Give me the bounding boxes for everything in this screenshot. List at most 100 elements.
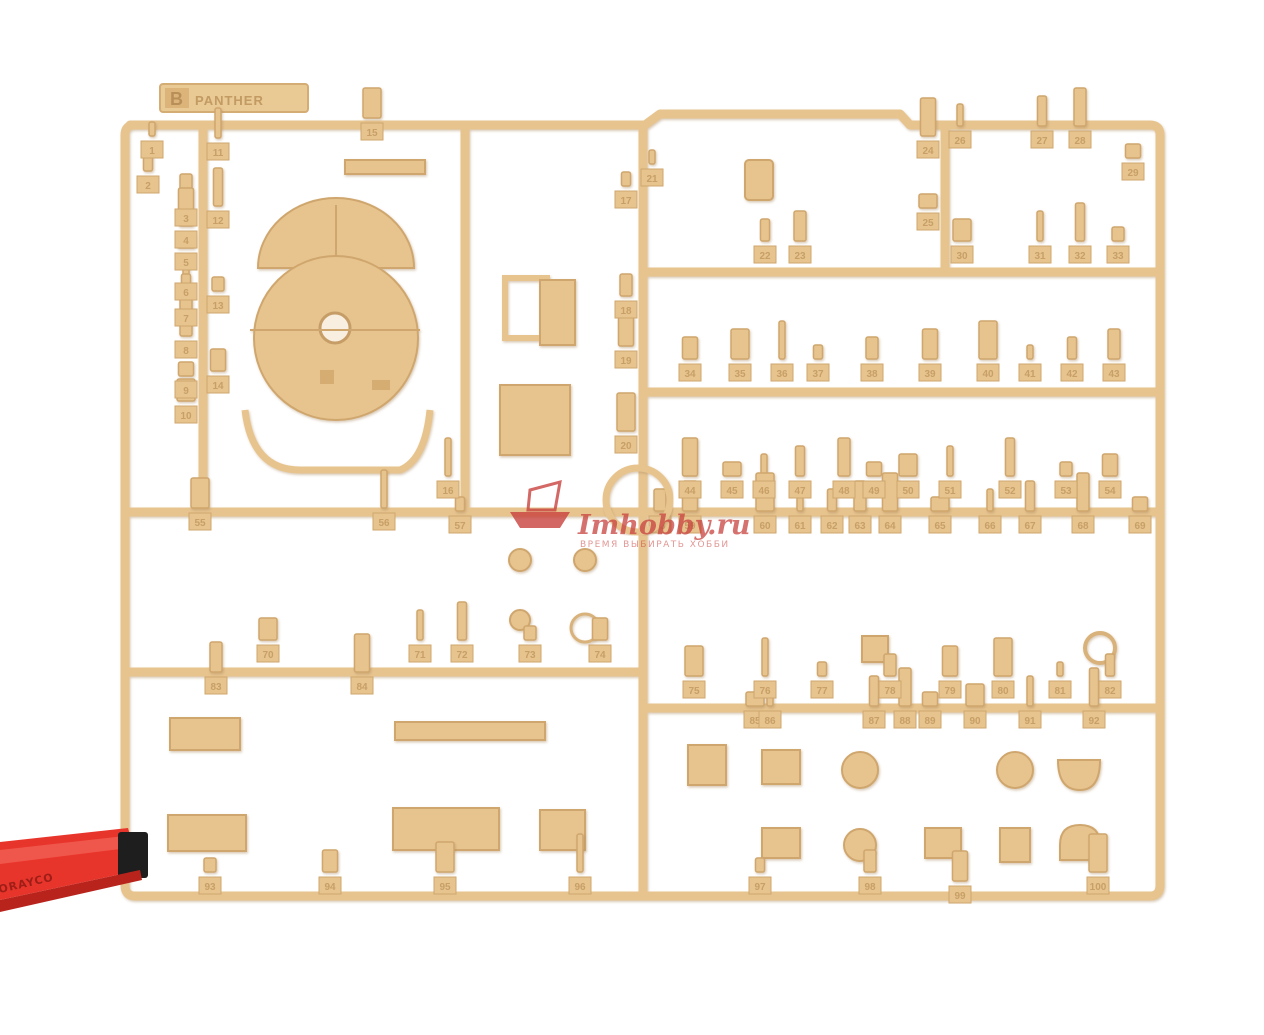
part-number: 50	[902, 486, 914, 497]
part-number: 2	[145, 181, 151, 192]
part-tag: 76	[753, 680, 777, 699]
part-number: 46	[758, 486, 770, 497]
part-tag: 44	[678, 480, 702, 499]
part-tag: 62	[820, 515, 844, 534]
small-part	[730, 328, 750, 360]
part-tag: 14	[206, 375, 230, 394]
part-tag: 83	[204, 676, 228, 695]
part-tag: 7	[174, 308, 198, 327]
part-tag: 84	[350, 676, 374, 695]
part-tag: 30	[950, 245, 974, 264]
small-part	[812, 344, 824, 360]
part-number: 60	[759, 521, 771, 532]
part-tag: 52	[998, 480, 1022, 499]
small-part	[619, 273, 633, 297]
part-tag: 64	[878, 515, 902, 534]
small-part	[681, 437, 699, 477]
small-part	[978, 320, 998, 360]
part-tag: 96	[568, 876, 592, 895]
part-number: 53	[1060, 486, 1072, 497]
part-tag: 68	[1071, 515, 1095, 534]
part-tag: 12	[206, 210, 230, 229]
small-part	[1124, 143, 1142, 159]
part-number: 55	[194, 518, 206, 529]
part-tag: 89	[918, 710, 942, 729]
small-part	[918, 193, 938, 209]
small-part	[796, 496, 804, 512]
part-number: 5	[183, 258, 189, 269]
part-tag: 18	[614, 300, 638, 319]
sprue-label-tab	[159, 83, 309, 113]
small-part	[993, 637, 1013, 677]
part-number: 88	[899, 716, 911, 727]
small-part	[863, 849, 877, 873]
part-tag: 27	[1030, 130, 1054, 149]
small-part	[883, 653, 897, 677]
part-tag: 15	[360, 122, 384, 141]
part-number: 63	[854, 521, 866, 532]
part-tag: 90	[963, 710, 987, 729]
part-number: 85	[749, 716, 761, 727]
part-tag: 23	[788, 245, 812, 264]
small-part	[321, 849, 339, 873]
small-part	[1107, 328, 1121, 360]
part-number: 84	[356, 682, 368, 693]
part-tag: 9	[174, 380, 198, 399]
part-tag: 93	[198, 876, 222, 895]
part-tag: 94	[318, 876, 342, 895]
small-part	[523, 625, 537, 641]
part-tag: 57	[448, 515, 472, 534]
small-part	[1131, 496, 1149, 512]
part-tag: 28	[1068, 130, 1092, 149]
part-number: 14	[212, 381, 224, 392]
part-number: 13	[212, 301, 224, 312]
part-number: 15	[366, 128, 378, 139]
small-part	[865, 336, 879, 360]
part-number: 76	[759, 686, 771, 697]
part-number: 6	[183, 288, 189, 299]
part-number: 44	[684, 486, 696, 497]
small-part	[778, 320, 786, 360]
part-number: 97	[754, 882, 766, 893]
small-part	[362, 87, 382, 119]
part-number: 56	[378, 518, 390, 529]
small-part	[1026, 675, 1034, 707]
part-tag: 73	[518, 644, 542, 663]
part-number: 35	[734, 369, 746, 380]
small-part	[898, 453, 918, 477]
small-part	[986, 488, 994, 512]
part-tag: 79	[938, 680, 962, 699]
part-tag: 26	[948, 130, 972, 149]
part-tag: 65	[928, 515, 952, 534]
small-part	[952, 218, 972, 242]
small-part	[1074, 202, 1086, 242]
small-part	[794, 445, 806, 477]
part-tag: 82	[1098, 680, 1122, 699]
part-number: 70	[262, 650, 274, 661]
small-part	[754, 857, 766, 873]
small-part	[212, 167, 224, 207]
part-tag: 53	[1054, 480, 1078, 499]
part-tag: 48	[832, 480, 856, 499]
part-number: 1	[149, 146, 155, 157]
part-number: 26	[954, 136, 966, 147]
part-number: 69	[1134, 521, 1146, 532]
part-number: 21	[646, 174, 658, 185]
small-part	[965, 683, 985, 707]
part-number: 31	[1034, 251, 1046, 262]
small-part	[380, 469, 388, 509]
part-tag: 61	[788, 515, 812, 534]
part-number: 9	[183, 386, 189, 397]
small-part	[456, 601, 468, 641]
part-number: 41	[1024, 369, 1036, 380]
small-part	[1076, 472, 1090, 512]
part-tag: 77	[810, 680, 834, 699]
part-tag: 49	[862, 480, 886, 499]
small-part	[616, 392, 636, 432]
part-tag: 74	[588, 644, 612, 663]
small-part	[921, 328, 939, 360]
part-tag: 17	[614, 190, 638, 209]
part-tag: 95	[433, 876, 457, 895]
part-tag: 39	[918, 363, 942, 382]
part-tag: 99	[948, 885, 972, 904]
